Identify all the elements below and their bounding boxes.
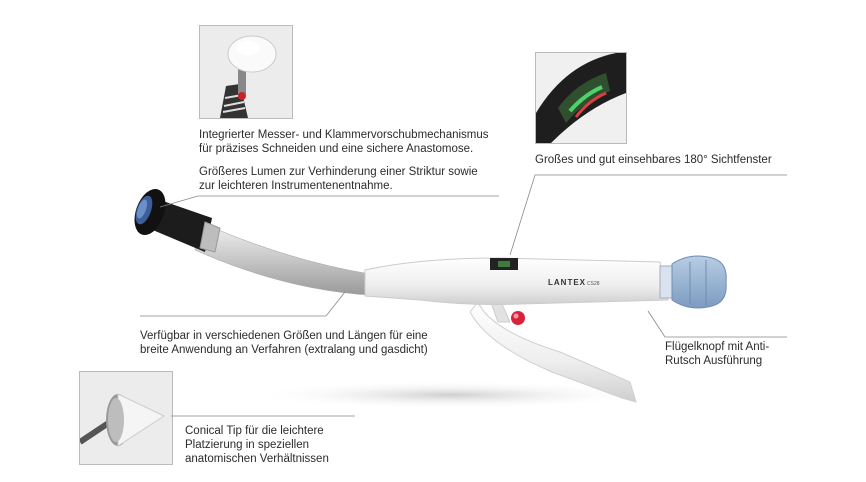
conical-tip-picture	[80, 372, 172, 464]
callout-knife-mechanism: Integrierter Messer- und Klammervorschub…	[199, 128, 489, 156]
leader-window	[509, 174, 787, 256]
callout-tip: Conical Tip für die leichtere Platzierun…	[185, 424, 329, 466]
leader-lines	[140, 174, 787, 417]
sight-window-thumbnail	[535, 52, 627, 144]
callout-line: zur leichteren Instrumentenentnahme.	[199, 180, 393, 192]
knife-mechanism-picture	[200, 26, 292, 118]
curved-shaft	[194, 221, 371, 296]
callout-line: Conical Tip für die leichtere	[185, 425, 324, 437]
callout-line: Flügelknopf mit Anti-	[665, 341, 770, 353]
sight-window-picture	[536, 53, 626, 143]
conical-tip-thumbnail	[79, 371, 173, 465]
model-mark: CS28	[587, 281, 600, 287]
callout-window: Großes und gut einsehbares 180° Sichtfen…	[535, 153, 772, 167]
safety-button	[511, 311, 525, 325]
callout-knob: Flügelknopf mit Anti- Rutsch Ausführung	[665, 340, 769, 368]
callout-line: breite Anwendung an Verfahren (extralang…	[140, 344, 428, 356]
anvil-head	[134, 188, 221, 253]
leader-knob	[647, 310, 787, 338]
callout-line: Größeres Lumen zur Verhinderung einer St…	[199, 166, 478, 178]
callout-sizes: Verfügbar in verschiedenen Größen und Lä…	[140, 329, 428, 357]
firing-lever	[469, 301, 637, 403]
leader-lumen	[159, 195, 499, 208]
wing-knob	[659, 255, 727, 309]
leader-sizes	[140, 291, 346, 317]
brand-mark: LANTEX	[548, 278, 586, 287]
floor-shadow	[250, 381, 650, 409]
callout-line: Verfügbar in verschiedenen Größen und Lä…	[140, 330, 428, 342]
knife-mechanism-thumbnail	[199, 25, 293, 119]
callout-line: Großes und gut einsehbares 180° Sichtfen…	[535, 154, 772, 166]
stapler-body	[364, 257, 669, 305]
callout-line: Rutsch Ausführung	[665, 355, 763, 367]
callout-line: Platzierung in speziellen	[185, 439, 310, 451]
callout-line: Integrierter Messer- und Klammervorschub…	[199, 129, 489, 141]
callout-lumen: Größeres Lumen zur Verhinderung einer St…	[199, 165, 478, 193]
callout-line: anatomischen Verhältnissen	[185, 453, 329, 465]
callout-line: für präzises Schneiden und eine sichere …	[199, 143, 474, 155]
